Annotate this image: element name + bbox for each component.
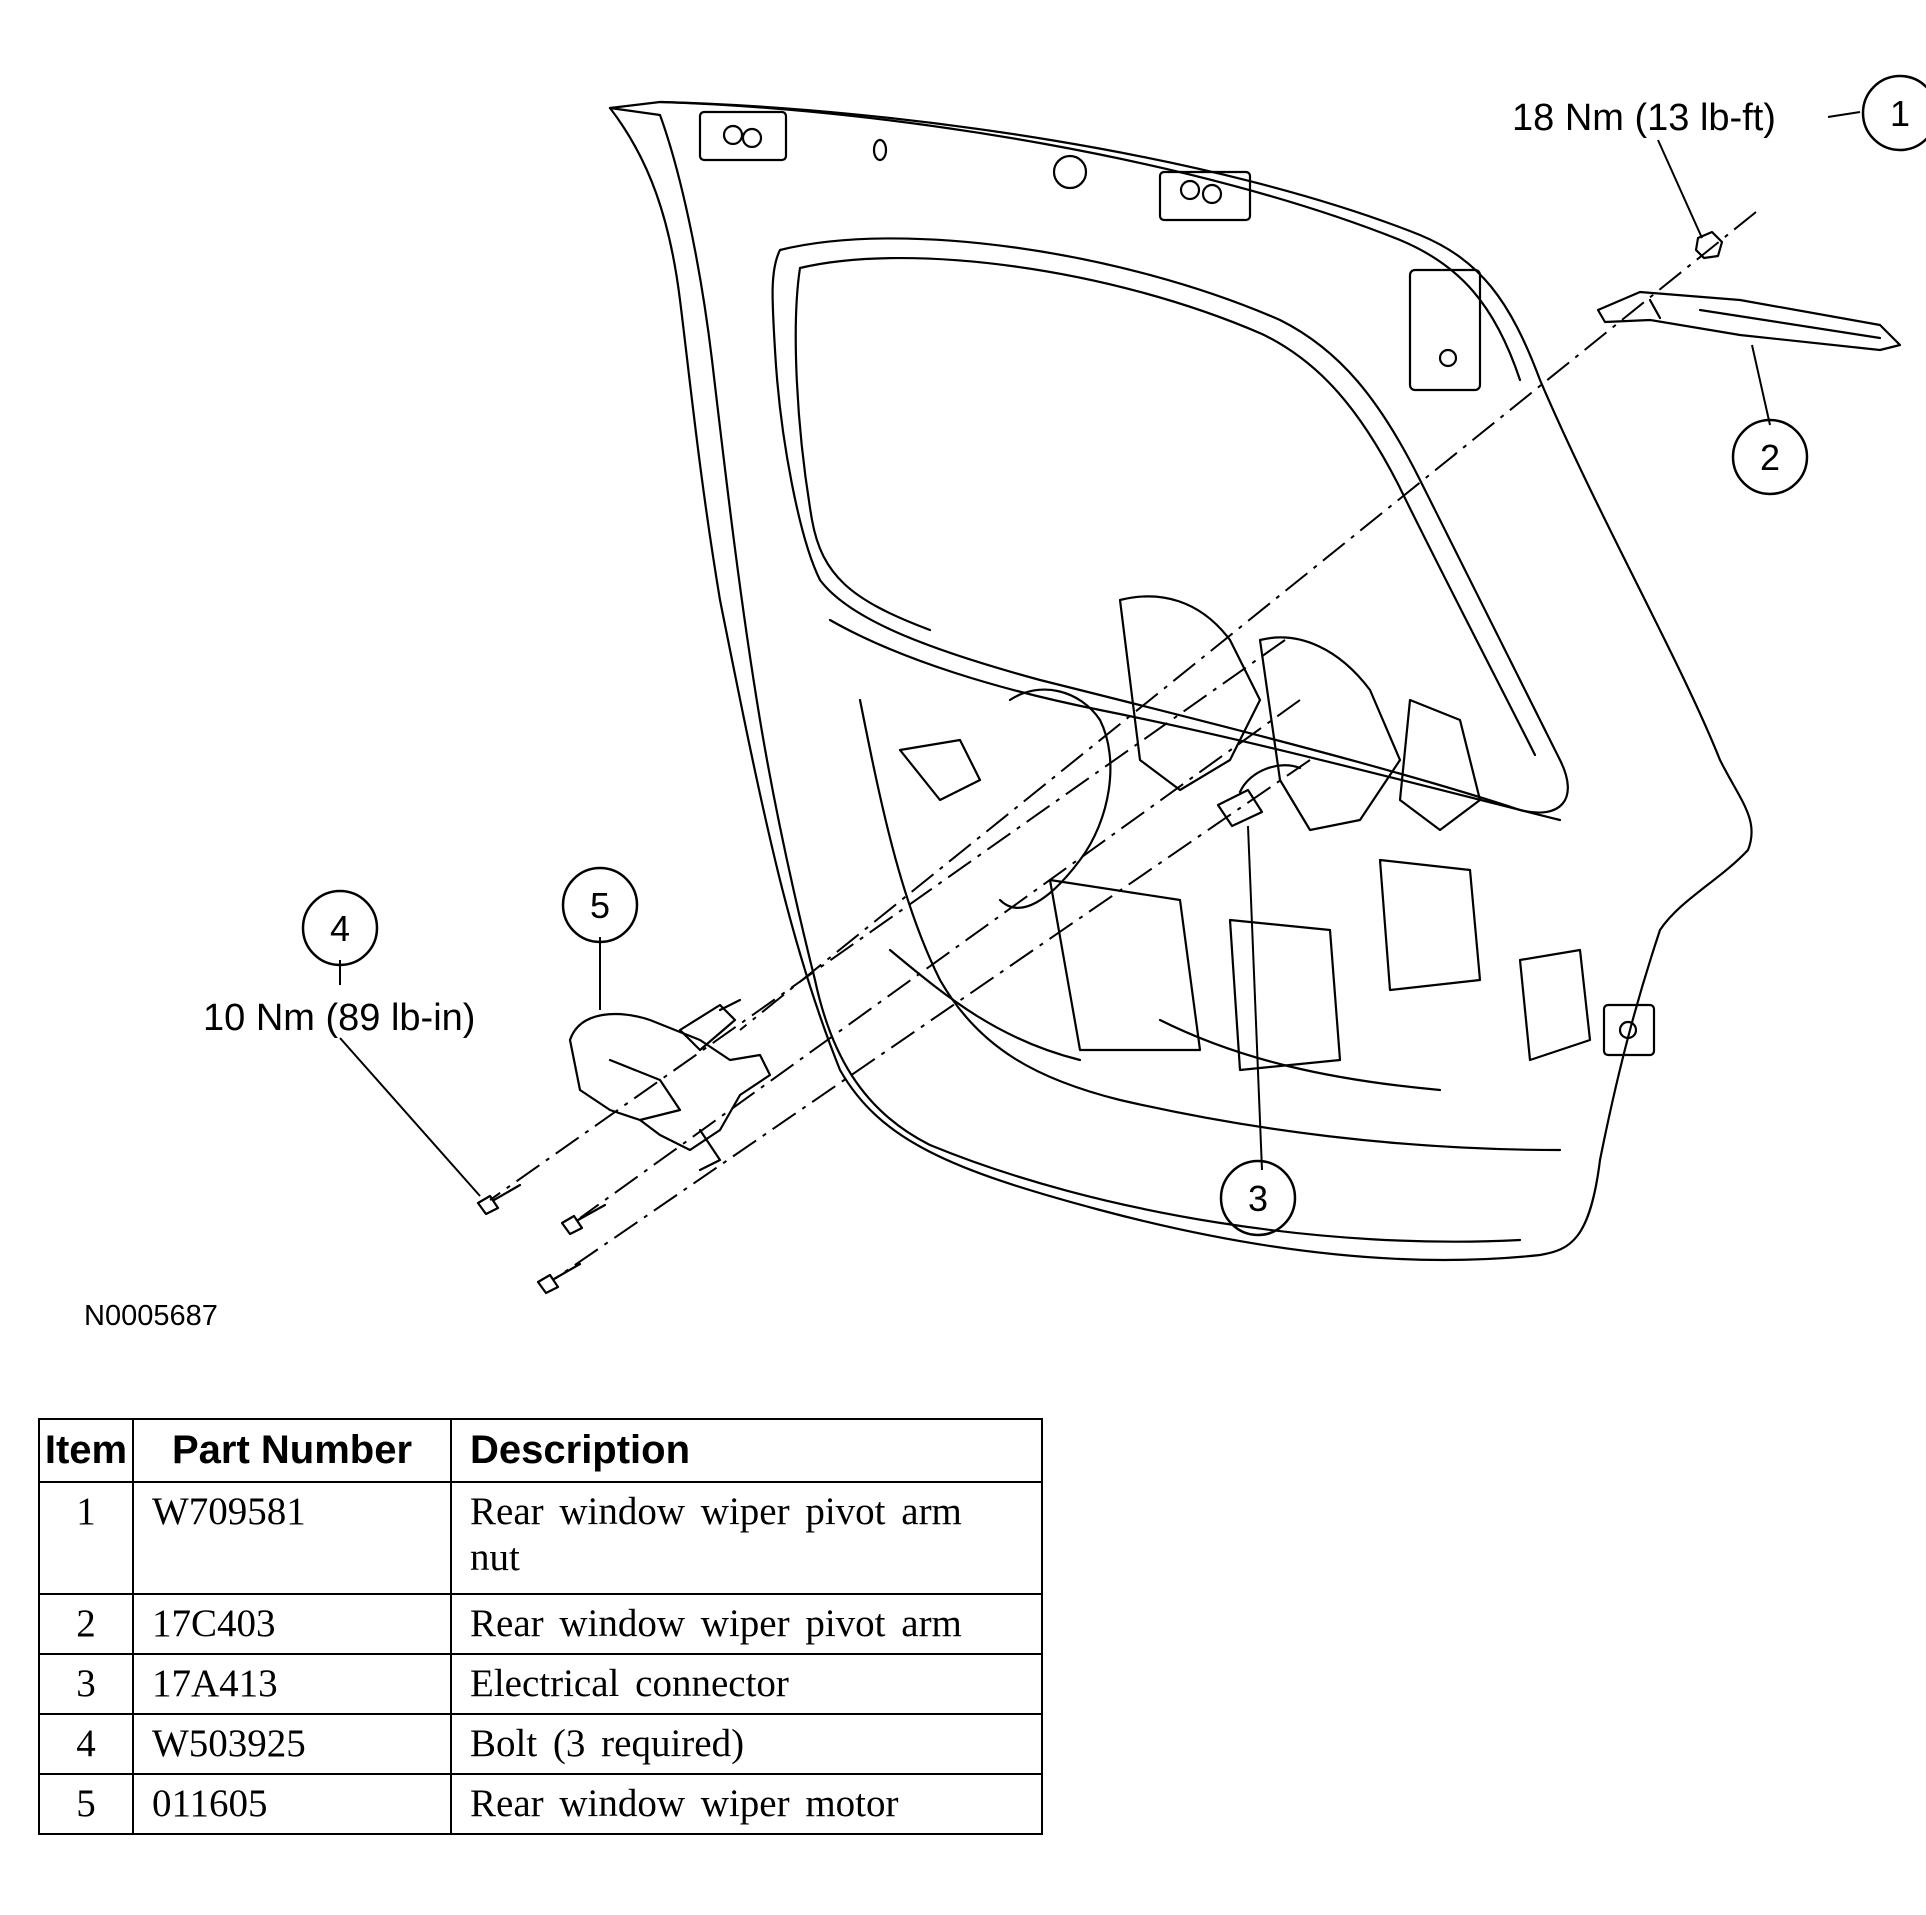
- cell-part-number: 17A413: [132, 1653, 452, 1715]
- callout-1-number: 1: [1890, 93, 1910, 134]
- cell-part-number: W503925: [132, 1713, 452, 1775]
- cell-item: 4: [38, 1713, 134, 1775]
- cell-description: Electrical connector: [450, 1653, 1043, 1715]
- electrical-connector: [1216, 788, 1264, 828]
- header-description: Description: [450, 1418, 1043, 1483]
- liftgate-exploded-diagram: 1 18 Nm (13 lb-ft) 2 3 4 10 Nm (89 lb-in…: [203, 74, 1926, 1295]
- wiper-pivot-arm: [1596, 290, 1902, 352]
- callout-3-number: 3: [1248, 1178, 1268, 1219]
- cell-description: Rear window wiper motor: [450, 1773, 1043, 1835]
- cell-part-number: 17C403: [132, 1593, 452, 1655]
- callout-2-number: 2: [1760, 437, 1780, 478]
- callout-4-number: 4: [330, 908, 350, 949]
- wiper-motor: [568, 1012, 772, 1152]
- callout-1: [1861, 74, 1926, 152]
- callout-4-torque: 10 Nm (89 lb-in): [203, 997, 475, 1039]
- cell-description: Rear window wiper pivot arm nut: [450, 1481, 1043, 1595]
- header-item: Item: [38, 1418, 134, 1483]
- table-row: 3 17A413 Electrical connector: [38, 1653, 1043, 1715]
- callout-2: [1731, 418, 1809, 496]
- cell-item: 5: [38, 1773, 134, 1835]
- bolt-2: [560, 1203, 607, 1236]
- table-row: 5 011605 Rear window wiper motor: [38, 1773, 1043, 1835]
- pivot-nut: [1694, 230, 1724, 260]
- cell-description: Bolt (3 required): [450, 1713, 1043, 1775]
- bolt-1: [476, 1183, 522, 1216]
- bolt-3: [536, 1262, 582, 1295]
- callout-4: [301, 889, 379, 967]
- window-opening: [771, 237, 1569, 814]
- cell-part-number: 011605: [132, 1773, 452, 1835]
- callout-5: [561, 866, 639, 944]
- cell-part-number: W709581: [132, 1481, 452, 1595]
- table-row: 1 W709581 Rear window wiper pivot arm nu…: [38, 1481, 1043, 1595]
- cell-item: 2: [38, 1593, 134, 1655]
- table-row: 2 17C403 Rear window wiper pivot arm: [38, 1593, 1043, 1655]
- table-row: 4 W503925 Bolt (3 required): [38, 1713, 1043, 1775]
- cell-description: Rear window wiper pivot arm: [450, 1593, 1043, 1655]
- parts-table: Item Part Number Description 1 W709581 R…: [38, 1418, 1043, 1835]
- table-header-row: Item Part Number Description: [38, 1418, 1043, 1483]
- callout-5-number: 5: [590, 885, 610, 926]
- callout-1-torque: 18 Nm (13 lb-ft): [1512, 97, 1776, 139]
- liftgate-outline: [608, 100, 1753, 1262]
- cell-item: 1: [38, 1481, 134, 1595]
- figure-id: N0005687: [84, 1300, 218, 1332]
- callout-3: [1219, 1159, 1297, 1237]
- header-part-number: Part Number: [132, 1418, 452, 1483]
- cell-item: 3: [38, 1653, 134, 1715]
